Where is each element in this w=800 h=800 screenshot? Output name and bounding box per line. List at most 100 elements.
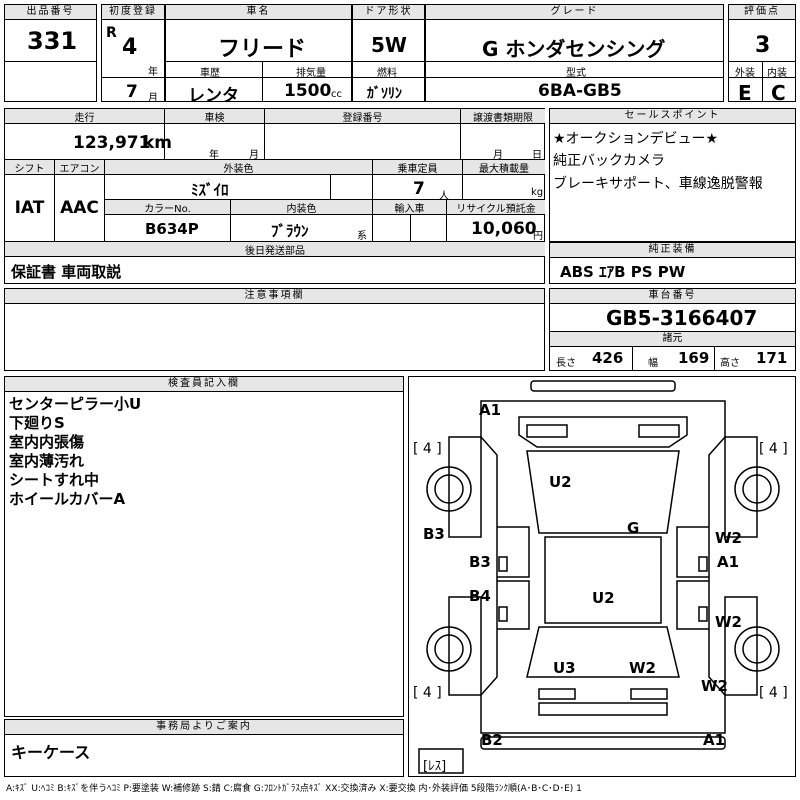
history: レンタ (188, 86, 239, 106)
interior-label: 内装 (767, 68, 787, 79)
mileage: 123,971 (73, 133, 151, 153)
max-load-label: 最大積載量 (463, 160, 545, 175)
reg-month: 7 (126, 82, 138, 102)
ext-color: ﾐｽﾞｲﾛ (191, 181, 229, 199)
damage-mark: W2 (629, 659, 656, 677)
capacity-unit: 人 (439, 191, 449, 202)
exterior-label: 外装 (735, 68, 755, 79)
model: 6BA-GB5 (538, 81, 622, 101)
displacement-unit: cc (331, 89, 342, 100)
tire-depth-front-right: [ 4 ] (759, 441, 788, 457)
car-name: フリード (218, 37, 307, 62)
damage-mark: W2 (715, 613, 742, 631)
inspector-line: 下廻りS (9, 414, 65, 432)
inspector-line: シートすれ中 (9, 471, 100, 489)
chassis-number: GB5-3166407 (606, 306, 758, 330)
equipment-label: 純正装備 (550, 243, 795, 258)
tire-depth-rear-right: [ 4 ] (759, 685, 788, 701)
lot-number: 331 (27, 27, 78, 55)
chassis-label: 車台番号 (550, 289, 795, 304)
int-color: ﾌﾞﾗｳﾝ (271, 222, 309, 240)
displacement-label: 排気量 (296, 68, 326, 79)
office-value: キーケース (11, 743, 91, 762)
transfer-label: 譲渡書類期限 (461, 109, 545, 124)
later-label: 後日発送部品 (5, 242, 545, 257)
office-box: 事務局よりご案内 キーケース (4, 719, 404, 777)
shift-label: シフト (5, 160, 55, 175)
inspection-label: 車検 (165, 109, 265, 124)
capacity: 7 (413, 179, 425, 199)
dims-label: 諸元 (550, 332, 795, 347)
height: 171 (756, 349, 788, 367)
sales-label: セールスポイント (550, 109, 795, 124)
reg-year: 4 (122, 35, 138, 60)
door-box: ドア形状 5W 燃料 ｶﾞｿﾘﾝ (352, 4, 425, 102)
ac: AAC (55, 175, 105, 242)
year-unit: 年 (148, 67, 158, 78)
first-reg-box: 初度登録 R 4 年 7 月 (101, 4, 165, 104)
shift: IAT (5, 175, 55, 242)
equipment-value: ABS ｴｱB PS PW (560, 263, 686, 281)
grade-box: グレード G ホンダセンシング 型式 6BA-GB5 (425, 4, 724, 102)
first-reg-label: 初度登録 (102, 5, 164, 20)
lot-label: 出品番号 (5, 5, 96, 20)
recycle-label: リサイクル預託金 (447, 200, 545, 215)
fuel: ｶﾞｿﾘﾝ (367, 86, 402, 102)
lot-box: 出品番号 331 (4, 4, 97, 102)
height-label: 高さ (720, 358, 740, 369)
ext-color-label: 外装色 (105, 160, 373, 175)
transfer-month-unit: 月 (493, 150, 503, 161)
recycle: 10,060 (471, 219, 537, 239)
insp-month-unit: 月 (249, 150, 259, 161)
inspector-line: 室内薄汚れ (9, 452, 85, 470)
interior-grade: C (771, 81, 786, 105)
chassis-box: 車台番号 GB5-3166407 諸元 長さ 426 幅 169 高さ 171 (549, 288, 796, 371)
later-parts: 保証書 車両取説 (11, 263, 122, 281)
ac-label: エアコン (55, 160, 105, 175)
damage-mark: U2 (592, 589, 615, 607)
door: 5W (371, 33, 407, 57)
grade-label: グレード (426, 5, 723, 20)
damage-mark: W2 (715, 529, 742, 547)
caution-box: 注意事項欄 (4, 288, 545, 371)
damage-mark: U3 (553, 659, 576, 677)
car-name-box: 車名 フリード 車歴 排気量 レンタ 1500 cc (165, 4, 352, 106)
capacity-label: 乗車定員 (373, 160, 463, 175)
damage-mark: W2 (701, 677, 728, 695)
damage-mark: A1 (479, 401, 502, 419)
exterior-grade: E (738, 81, 752, 105)
grade: G ホンダセンシング (482, 37, 666, 61)
damage-mark: B2 (481, 731, 503, 749)
tire-depth-front-left: [ 4 ] (413, 441, 442, 457)
less-label: [ﾚｽ] (423, 759, 447, 774)
width: 169 (678, 349, 710, 367)
damage-mark: G (627, 519, 640, 537)
damage-mark: B4 (469, 587, 491, 605)
transfer-day-unit: 日 (532, 150, 542, 161)
history-label: 車歴 (200, 68, 220, 79)
equipment-box: 純正装備 ABS ｴｱB PS PW (549, 242, 796, 284)
caution-label: 注意事項欄 (5, 289, 544, 304)
color-no: B634P (145, 220, 199, 238)
sales-line: ブレーキサポート、車線逸脱警報 (553, 176, 763, 192)
mileage-label: 走行 (5, 109, 165, 124)
damage-mark: A1 (703, 731, 726, 749)
tire-depth-rear-left: [ 4 ] (413, 685, 442, 701)
damage-mark: B3 (469, 553, 491, 571)
mileage-unit: km (143, 133, 173, 153)
inspector-label: 検査員記入欄 (5, 377, 403, 392)
color-no-label: カラーNo. (105, 200, 231, 215)
model-label: 型式 (566, 68, 586, 79)
damage-mark: U2 (549, 473, 572, 491)
import-label: 輸入車 (373, 200, 447, 215)
era: R (106, 25, 117, 41)
legend: A:ｷｽﾞ U:ﾍｺﾐ B:ｷｽﾞを伴うﾍｺﾐ P:要塗装 W:補修跡 S:錆 … (6, 784, 582, 794)
int-color-unit: 系 (357, 231, 367, 242)
car-diagram: [ 4 ] [ 4 ] [ 4 ] [ 4 ] A1 U2 G B3 W2 B3… (408, 376, 796, 777)
sales-line: 純正バックカメラ (553, 153, 665, 169)
damage-mark: B3 (423, 525, 445, 543)
door-label: ドア形状 (353, 5, 424, 20)
inspector-line: 室内内張傷 (9, 433, 85, 451)
car-name-label: 車名 (166, 5, 351, 20)
score-box: 評価点 3 外装 内装 E C (728, 4, 796, 105)
